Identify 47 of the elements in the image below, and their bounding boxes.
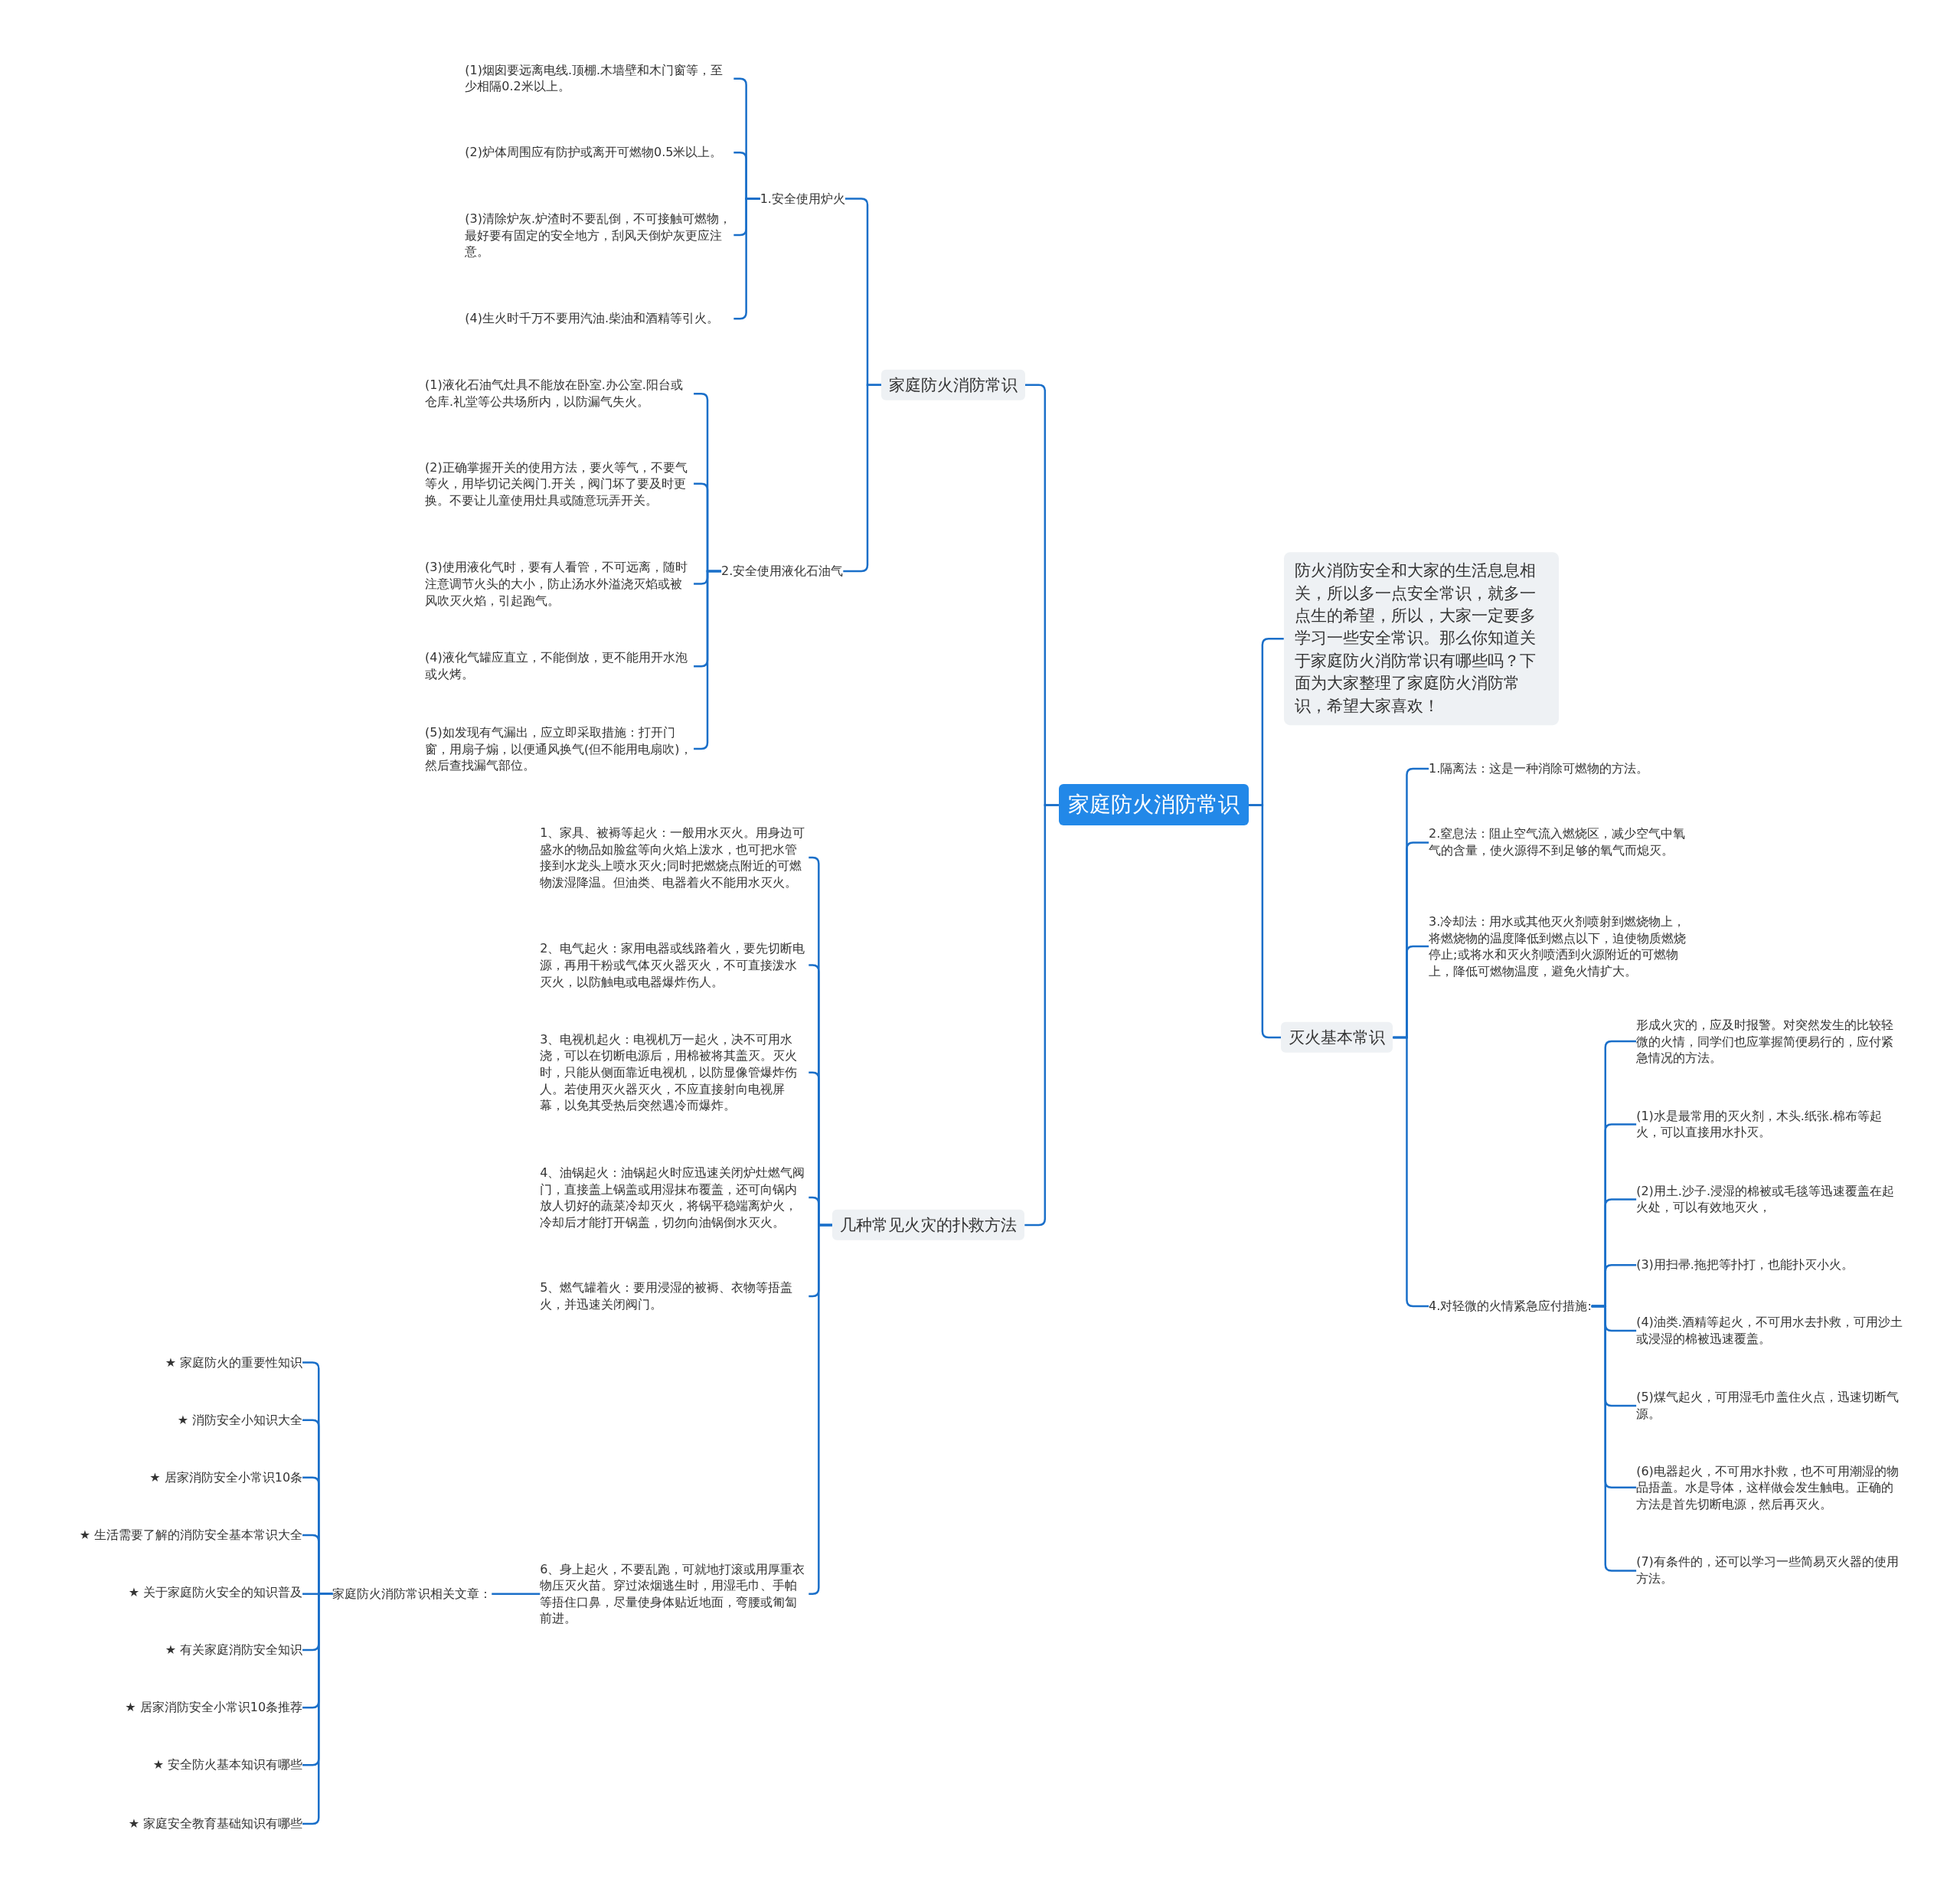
link-text: ★ 居家消防安全小常识10条推荐 (50, 1699, 303, 1716)
topic-box: 家庭防火消防常识 (881, 369, 1025, 400)
subtopic-text: 4.对轻微的火情紧急应付措施: (1429, 1298, 1592, 1315)
central-topic-box: 家庭防火消防常识 (1058, 784, 1249, 826)
note-text: (7)有条件的，还可以学习一些简易灭火器的使用方法。 (1636, 1554, 1906, 1587)
note-text: 2.窒息法：阻止空气流入燃烧区，减少空气中氧气的含量，使火源得不到足够的氧气而熄灭。 (1429, 825, 1698, 859)
note-text: (4)液化气罐应直立，不能倒放，更不能用开水泡或火烤。 (425, 649, 694, 683)
subtopic-text: 家庭防火消防常识相关文章： (332, 1585, 492, 1603)
topic-box: 几种常见火灾的扑救方法 (832, 1209, 1025, 1241)
note-text: 5、燃气罐着火：要用浸湿的被褥、衣物等捂盖火，并迅速关闭阀门。 (540, 1279, 809, 1313)
note-text: 4、油锅起火：油锅起火时应迅速关闭炉灶燃气阀门，直接盖上锅盖或用湿抹布覆盖，还可向锅内放人切好的蔬菜冷却灭火，将锅平稳端离炉火，冷却后才能打开锅盖，切勿向油锅倒水灭火。 (540, 1164, 809, 1231)
intro-box: 防火消防安全和大家的生活息息相关，所以多一点安全常识，就多一点生的希望，所以，大家一定要多学习一些安全常识。那么你知道关于家庭防火消防常识有哪些吗？下面为大家整理了家庭防火消防常识，希望大家喜欢！ (1283, 552, 1559, 726)
link-text: ★ 居家消防安全小常识10条 (50, 1469, 303, 1486)
connector-line (1248, 804, 1282, 1039)
link-text: ★ 生活需要了解的消防安全基本常识大全 (50, 1527, 303, 1544)
link-text: ★ 家庭防火的重要性知识 (50, 1354, 303, 1371)
note-text: (2)用土.沙子.浸湿的棉被或毛毯等迅速覆盖在起火处，可以有效地灭火， (1636, 1182, 1906, 1217)
note-text: (1)水是最常用的灭火剂，木头.纸张.棉布等起火，可以直接用水扑灭。 (1636, 1107, 1906, 1142)
link-text: ★ 关于家庭防火安全的知识普及 (50, 1584, 303, 1601)
note-text: (4)油类.酒精等起火，不可用水去扑救，可用沙土或浸湿的棉被迅速覆盖。 (1636, 1314, 1906, 1348)
link-text: ★ 有关家庭消防安全知识 (50, 1642, 303, 1658)
note-text: 1、家具、被褥等起火：一般用水灭火。用身边可盛水的物品如脸盆等向火焰上泼水，也可把水管接到水龙头上喷水灭火;同时把燃烧点附近的可燃物泼湿降温。但油类、电器着火不能用水灭火。 (540, 824, 809, 891)
note-text: (1)液化石油气灶具不能放在卧室.办公室.阳台或仓库.礼堂等公共场所内，以防漏气失火。 (425, 377, 694, 410)
note-text: 2、电气起火：家用电器或线路着火，要先切断电源，再用干粉或气体灭火器灭火，不可直接泼水灭火，以防触电或电器爆炸伤人。 (540, 940, 809, 990)
connector-line (1591, 1305, 1637, 1572)
note-text: (5)如发现有气漏出，应立即采取措施：打开门窗，用扇子煽，以便通风换气(但不能用电扇吹)，然后查找漏气部位。 (425, 724, 694, 774)
note-text: (6)电器起火，不可用水扑救，也不可用潮湿的物品捂盖。水是导体，这样做会发生触电。正确的方法是首先切断电源，然后再灭火。 (1636, 1462, 1906, 1513)
note-text: 形成火灾的，应及时报警。对突然发生的比较轻微的火情，同学们也应掌握简便易行的，应付紧急情况的方法。 (1636, 1016, 1906, 1067)
note-text: (1)烟囱要远离电线.顶棚.木墙壁和木门窗等，至少相隔0.2米以上。 (465, 62, 734, 96)
note-text: 3、电视机起火：电视机万一起火，决不可用水浇，可以在切断电源后，用棉被将其盖灭。灭火时，只能从侧面靠近电视机，以防显像管爆炸伤人。若使用灭火器灭火，不应直接射向电视屏幕，以免其受热后突然遇冷而爆炸。 (540, 1031, 809, 1114)
link-text: ★ 安全防火基本知识有哪些 (50, 1756, 303, 1774)
note-text: (3)使用液化气时，要有人看管，不可远离，随时注意调节火头的大小，防止汤水外溢浇灭焰或被风吹灭火焰，引起跑气。 (425, 559, 694, 609)
subtopic-text: 2.安全使用液化石油气 (721, 563, 844, 580)
note-text: (2)炉体周围应有防护或离开可燃物0.5米以上。 (465, 144, 734, 161)
note-text: 1.隔离法：这是一种消除可燃物的方法。 (1429, 760, 1698, 777)
note-text: 6、身上起火，不要乱跑，可就地打滚或用厚重衣物压灭火苗。穿过浓烟逃生时，用湿毛巾、手帕等捂住口鼻，尽量使身体贴近地面，弯腰或匍匐前进。 (540, 1560, 809, 1627)
note-text: (3)用扫帚.拖把等扑打，也能扑灭小火。 (1636, 1256, 1906, 1274)
subtopic-text: 1.安全使用炉火 (760, 190, 845, 207)
link-text: ★ 消防安全小知识大全 (50, 1411, 303, 1429)
link-text: ★ 家庭安全教育基础知识有哪些 (50, 1815, 303, 1832)
connector-line (492, 1593, 541, 1595)
note-text: (4)生火时千万不要用汽油.柴油和酒精等引火。 (465, 310, 734, 328)
topic-box: 灭火基本常识 (1281, 1021, 1393, 1054)
note-text: 3.冷却法：用水或其他灭火剂喷射到燃烧物上，将燃烧物的温度降低到燃点以下，迫使物质燃烧停止;或将水和灭火剂喷洒到火源附近的可燃物上，降低可燃物温度，避免火情扩大。 (1429, 913, 1698, 980)
note-text: (3)清除炉灰.炉渣时不要乱倒，不可接触可燃物，最好要有固定的安全地方，刮风天倒炉灰更应注意。 (465, 210, 734, 260)
note-text: (2)正确掌握开关的使用方法，要火等气，不要气等火，用毕切记关阀门.开关，阀门坏了要及时更换。不要让儿童使用灶具或随意玩弄开关。 (425, 459, 694, 509)
note-text: (5)煤气起火，可用湿毛巾盖住火点，迅速切断气源。 (1636, 1389, 1906, 1423)
